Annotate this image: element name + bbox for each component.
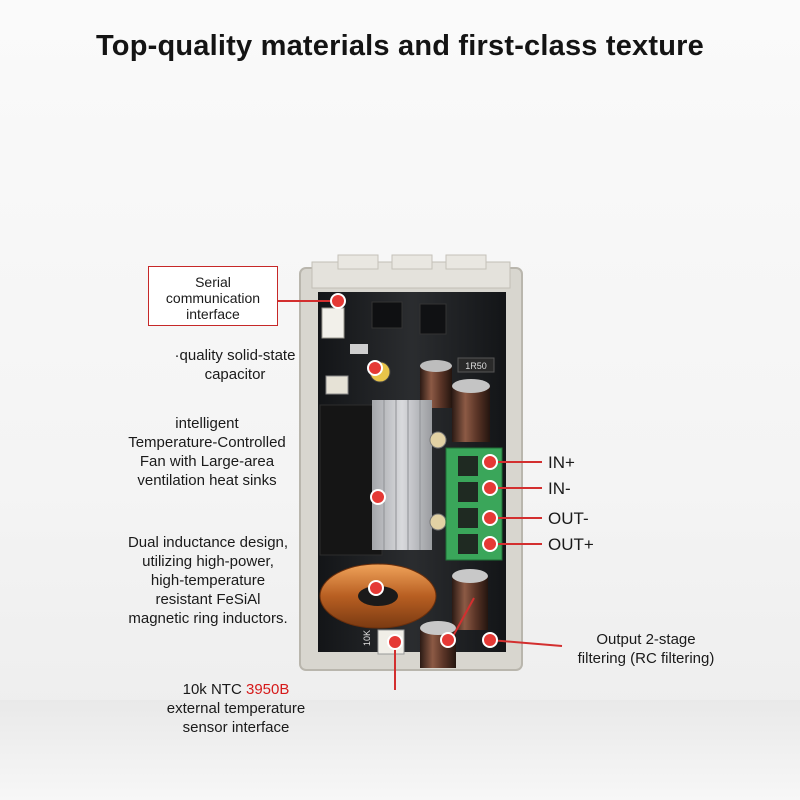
filter-leader-b — [489, 639, 563, 647]
serial-connector — [321, 307, 345, 339]
serial-callout: Serial communication interface — [148, 274, 278, 322]
filter-marker-a — [440, 632, 456, 648]
ntc-callout: 10k NTC 3950B external temperature senso… — [140, 680, 332, 737]
floor-shadow — [0, 700, 800, 800]
inductor-chip — [371, 301, 403, 329]
inductance-callout: Dual inductance design, utilizing high-p… — [100, 533, 316, 628]
in-minus-marker — [482, 480, 498, 496]
ntc-model: 3950B — [245, 681, 290, 698]
output-filter-line-1: Output 2-stage — [596, 631, 696, 648]
fan-line-3: Fan with Large-area — [139, 453, 275, 470]
inductance-line-1: Dual inductance design, — [127, 534, 289, 551]
heat-sink — [372, 400, 432, 550]
serial-line-1: Serial — [195, 274, 231, 290]
serial-callout-box — [148, 266, 278, 326]
terminal-in-minus: IN- — [548, 479, 571, 498]
output-filter-line-2: filtering (RC filtering) — [577, 650, 715, 667]
filter-leader-a — [451, 597, 475, 639]
ntc-line-3: sensor interface — [182, 719, 290, 736]
terminal-out-plus: OUT+ — [548, 535, 594, 554]
terminal-out-minus: OUT- — [548, 509, 589, 528]
capacitor-marker — [367, 360, 383, 376]
ntc-line-2: external temperature — [166, 700, 306, 717]
ntc-marker — [387, 634, 403, 650]
electrolytic-capacitor — [452, 386, 490, 442]
serial-line-2: communication — [165, 290, 261, 306]
filter-marker-b — [482, 632, 498, 648]
inductance-line-2: utilizing high-power, — [142, 553, 274, 570]
ntc-prefix: 10k NTC — [182, 681, 246, 698]
capacitor-line-2: capacitor — [204, 366, 266, 383]
fan-line-1: intelligent — [175, 415, 239, 432]
capacitor-callout: ·quality solid-state capacitor — [150, 346, 320, 384]
inductance-line-3: high-temperature — [150, 572, 266, 589]
resistor-marking: 1R50 — [465, 361, 487, 371]
cooling-fan — [319, 404, 383, 556]
inductance-line-4: resistant FeSiAl — [155, 591, 261, 608]
fan-callout: intelligent Temperature-Controlled Fan w… — [104, 414, 310, 490]
serial-marker — [330, 293, 346, 309]
terminal-in-plus: IN+ — [548, 453, 575, 472]
serial-line-3: interface — [186, 306, 240, 322]
inductance-line-5: magnetic ring inductors. — [128, 610, 288, 627]
fan-line-4: ventilation heat sinks — [137, 472, 277, 489]
inductor-marker — [368, 580, 384, 596]
ntc-line-1: 10k NTC 3950B — [140, 680, 332, 699]
out-minus-marker — [482, 510, 498, 526]
in-plus-marker — [482, 454, 498, 470]
fan-line-2: Temperature-Controlled — [128, 434, 286, 451]
capacitor-line-1: ·quality solid-state — [174, 347, 296, 364]
out-plus-marker — [482, 536, 498, 552]
output-filter-callout: Output 2-stage filtering (RC filtering) — [548, 630, 744, 668]
ntc-marking: 10K — [362, 630, 372, 646]
fan-marker — [370, 489, 386, 505]
page-title: Top-quality materials and first-class te… — [96, 30, 704, 62]
